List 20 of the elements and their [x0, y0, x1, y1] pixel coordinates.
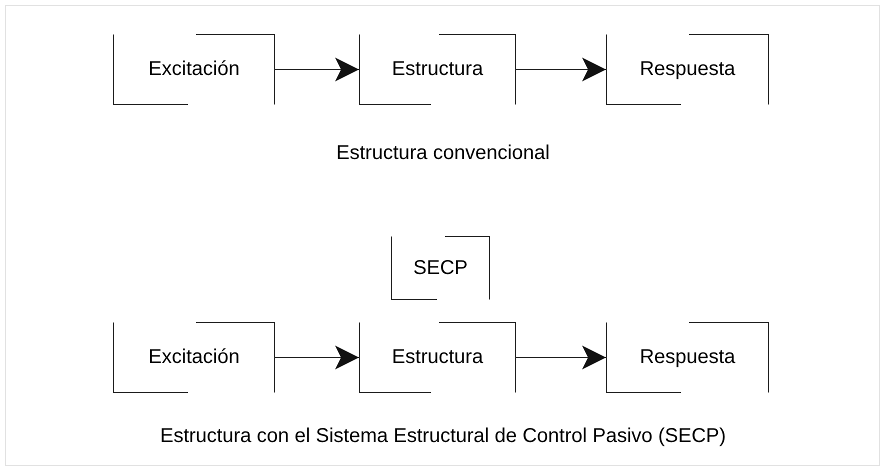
block-label: Estructura: [392, 58, 484, 81]
block-label: Excitación: [148, 58, 240, 81]
block-box: [606, 34, 769, 105]
block-label: Estructura: [392, 346, 484, 369]
caption-text: Estructura convencional: [336, 142, 550, 165]
arrow: [274, 58, 360, 82]
block-label: Respuesta: [640, 58, 736, 81]
arrow: [516, 58, 606, 82]
arrow: [516, 346, 606, 370]
arrow: [274, 346, 360, 370]
block-label: Respuesta: [640, 346, 736, 369]
block-label: Excitación: [148, 346, 240, 369]
block-box: [113, 34, 275, 105]
block-box: [606, 322, 769, 393]
block-box: [359, 34, 516, 105]
caption-text: Estructura con el Sistema Estructural de Control Pasivo (SECP): [160, 425, 726, 448]
block-box: [113, 322, 275, 393]
block-box: [391, 236, 490, 300]
block-box: [359, 322, 516, 393]
block-label: SECP: [413, 256, 468, 280]
